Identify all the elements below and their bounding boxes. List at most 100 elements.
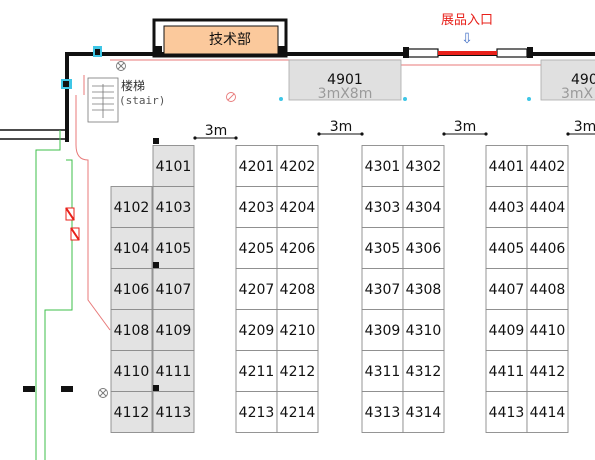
booth-number-label: 4404 xyxy=(530,200,566,216)
booth-4304 xyxy=(402,186,445,228)
booth-4112 xyxy=(110,391,153,433)
booth-4201 xyxy=(235,145,278,187)
aisle-dimension-label: 3m xyxy=(330,119,353,135)
column-posts xyxy=(23,138,159,392)
booth-number-label: 4112 xyxy=(114,405,150,421)
booth-number-label: 4201 xyxy=(239,159,275,175)
crossed-circle-icon xyxy=(116,61,126,71)
booth-4401 xyxy=(485,145,528,187)
booth-4206 xyxy=(276,227,319,269)
booth-number-label: 4308 xyxy=(406,282,442,298)
column-post xyxy=(153,262,159,268)
booth-number-label: 4407 xyxy=(489,282,525,298)
booth-number-label: 4103 xyxy=(156,200,192,216)
fire-extinguisher-icon-mark xyxy=(65,207,75,221)
booth-number-label: 4311 xyxy=(365,364,401,380)
booth-number-label: 4310 xyxy=(406,323,442,339)
booth-number-label: 4212 xyxy=(280,364,316,380)
booth-4409 xyxy=(485,309,528,351)
column-marker xyxy=(403,97,407,101)
booth-number-label: 4211 xyxy=(239,364,275,380)
booth-4412 xyxy=(526,350,569,392)
booth-number-label: 4105 xyxy=(156,241,192,257)
booth-number-label: 4102 xyxy=(114,200,150,216)
exit-route xyxy=(35,130,73,460)
booth-number-label: 4302 xyxy=(406,159,442,175)
booth-number-label: 4307 xyxy=(365,282,401,298)
tech-room-box xyxy=(163,25,279,55)
tech-room-post xyxy=(155,46,162,56)
booth-4406 xyxy=(526,227,569,269)
large-booth-4901 xyxy=(288,59,402,101)
stair-label-en: (stair) xyxy=(119,94,165,107)
door-frame-right xyxy=(496,48,528,58)
entrance-arrow-icon: ⇩ xyxy=(461,31,473,47)
building-walls xyxy=(0,18,595,142)
booth-4213 xyxy=(235,391,278,433)
booth-number-label: 4111 xyxy=(156,364,192,380)
booth-number-label: 4203 xyxy=(239,200,275,216)
booth-4301 xyxy=(361,145,404,187)
entrance-marker: 展品入口 ⇩ xyxy=(441,13,493,47)
door-frame-left xyxy=(407,48,439,58)
booth-number-label: 4213 xyxy=(239,405,275,421)
door-post xyxy=(403,47,409,58)
no-entry-icon xyxy=(227,93,235,101)
booth-4103 xyxy=(152,186,195,228)
booth-number-label: 4207 xyxy=(239,282,275,298)
booth-grid: 4102410441064108411041124101410341054107… xyxy=(110,145,569,433)
aisle-dimension-label: 3m xyxy=(205,123,228,139)
booth-4104 xyxy=(110,227,153,269)
booth-number-label: 4206 xyxy=(280,241,316,257)
booth-number-label: 4303 xyxy=(365,200,401,216)
large-booths: 4901 3mX8m 490 3mX xyxy=(279,59,595,102)
west-wall xyxy=(65,52,69,142)
crossed-circle-icon xyxy=(98,388,108,398)
fire-extinguishers xyxy=(65,207,80,241)
door-marker-core xyxy=(95,49,100,55)
column-marker xyxy=(279,97,283,101)
column-marker xyxy=(527,97,531,101)
booth-4102 xyxy=(110,186,153,228)
door-marker-core xyxy=(63,81,69,87)
column-post xyxy=(23,386,35,392)
booth-4403 xyxy=(485,186,528,228)
booth-number-label: 4413 xyxy=(489,405,525,421)
booth-number-label: 4409 xyxy=(489,323,525,339)
booth-4411 xyxy=(485,350,528,392)
booth-4410 xyxy=(526,309,569,351)
dimension-tick xyxy=(442,132,446,136)
booth-number-label: 4304 xyxy=(406,200,442,216)
booth-4108 xyxy=(110,309,153,351)
booth-4307 xyxy=(361,268,404,310)
booth-4402 xyxy=(526,145,569,187)
booth-4211 xyxy=(235,350,278,392)
dimension-tick xyxy=(317,132,321,136)
entrance-label: 展品入口 xyxy=(441,13,493,28)
crossed-circle-icon xyxy=(99,389,107,397)
booth-number-label: 4401 xyxy=(489,159,525,175)
stair-label: 楼梯 xyxy=(121,78,145,93)
aisle-dimensions: 3m 3m 3m 3m xyxy=(193,119,595,140)
tech-room-label: 技术部 xyxy=(209,32,251,48)
exit-route-outer xyxy=(35,130,61,460)
fire-line-west xyxy=(75,95,111,331)
exit-route-inner xyxy=(44,159,73,460)
door-post xyxy=(527,47,533,58)
booth-number-label: 4214 xyxy=(280,405,316,421)
booth-number-label: 4313 xyxy=(365,405,401,421)
booth-number-label: 4301 xyxy=(365,159,401,175)
booth-4312 xyxy=(402,350,445,392)
booth-4306 xyxy=(402,227,445,269)
booth-4107 xyxy=(152,268,195,310)
booth-number-label: 4408 xyxy=(530,282,566,298)
map-symbols xyxy=(98,61,236,398)
booth-number-label: 4314 xyxy=(406,405,442,421)
booth-number-label: 4110 xyxy=(114,364,150,380)
fire-extinguisher-icon-mark xyxy=(70,227,80,241)
large-booth-size: 3mX xyxy=(561,86,594,102)
column-post xyxy=(153,138,159,144)
booth-number-label: 4305 xyxy=(365,241,401,257)
booth-4313 xyxy=(361,391,404,433)
